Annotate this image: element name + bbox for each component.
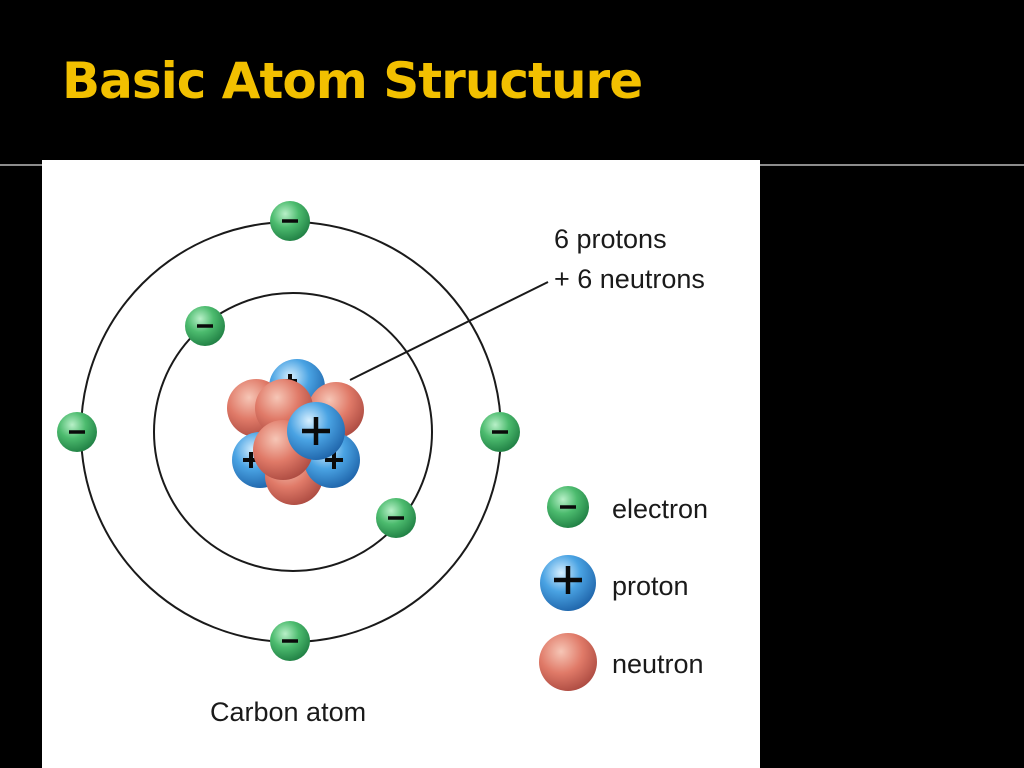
electron: [376, 498, 416, 538]
title-bar: [0, 0, 1024, 160]
proton: [287, 402, 345, 460]
nucleus-label-protons: 6 protons: [554, 224, 667, 254]
divider-right: [760, 164, 1024, 166]
slide-title: Basic Atom Structure: [62, 52, 643, 110]
figure-panel: [42, 160, 760, 768]
legend-electron-marker: [547, 486, 589, 528]
nucleus-label-neutrons: + 6 neutrons: [554, 264, 705, 294]
nucleus: [227, 359, 364, 505]
legend-neutron-marker: [539, 633, 597, 691]
electron: [480, 412, 520, 452]
electron: [270, 201, 310, 241]
legend-proton-label: proton: [612, 571, 689, 601]
legend-neutron-label: neutron: [612, 649, 704, 679]
legend-electron-label: electron: [612, 494, 709, 524]
diagram-caption: Carbon atom: [210, 697, 367, 727]
inner-orbit: [153, 292, 433, 572]
electron: [185, 306, 225, 346]
divider-left: [0, 164, 42, 166]
nucleus-leader-line: [349, 281, 549, 381]
electron: [270, 621, 310, 661]
legend-proton-marker: [540, 555, 596, 611]
electron: [57, 412, 97, 452]
